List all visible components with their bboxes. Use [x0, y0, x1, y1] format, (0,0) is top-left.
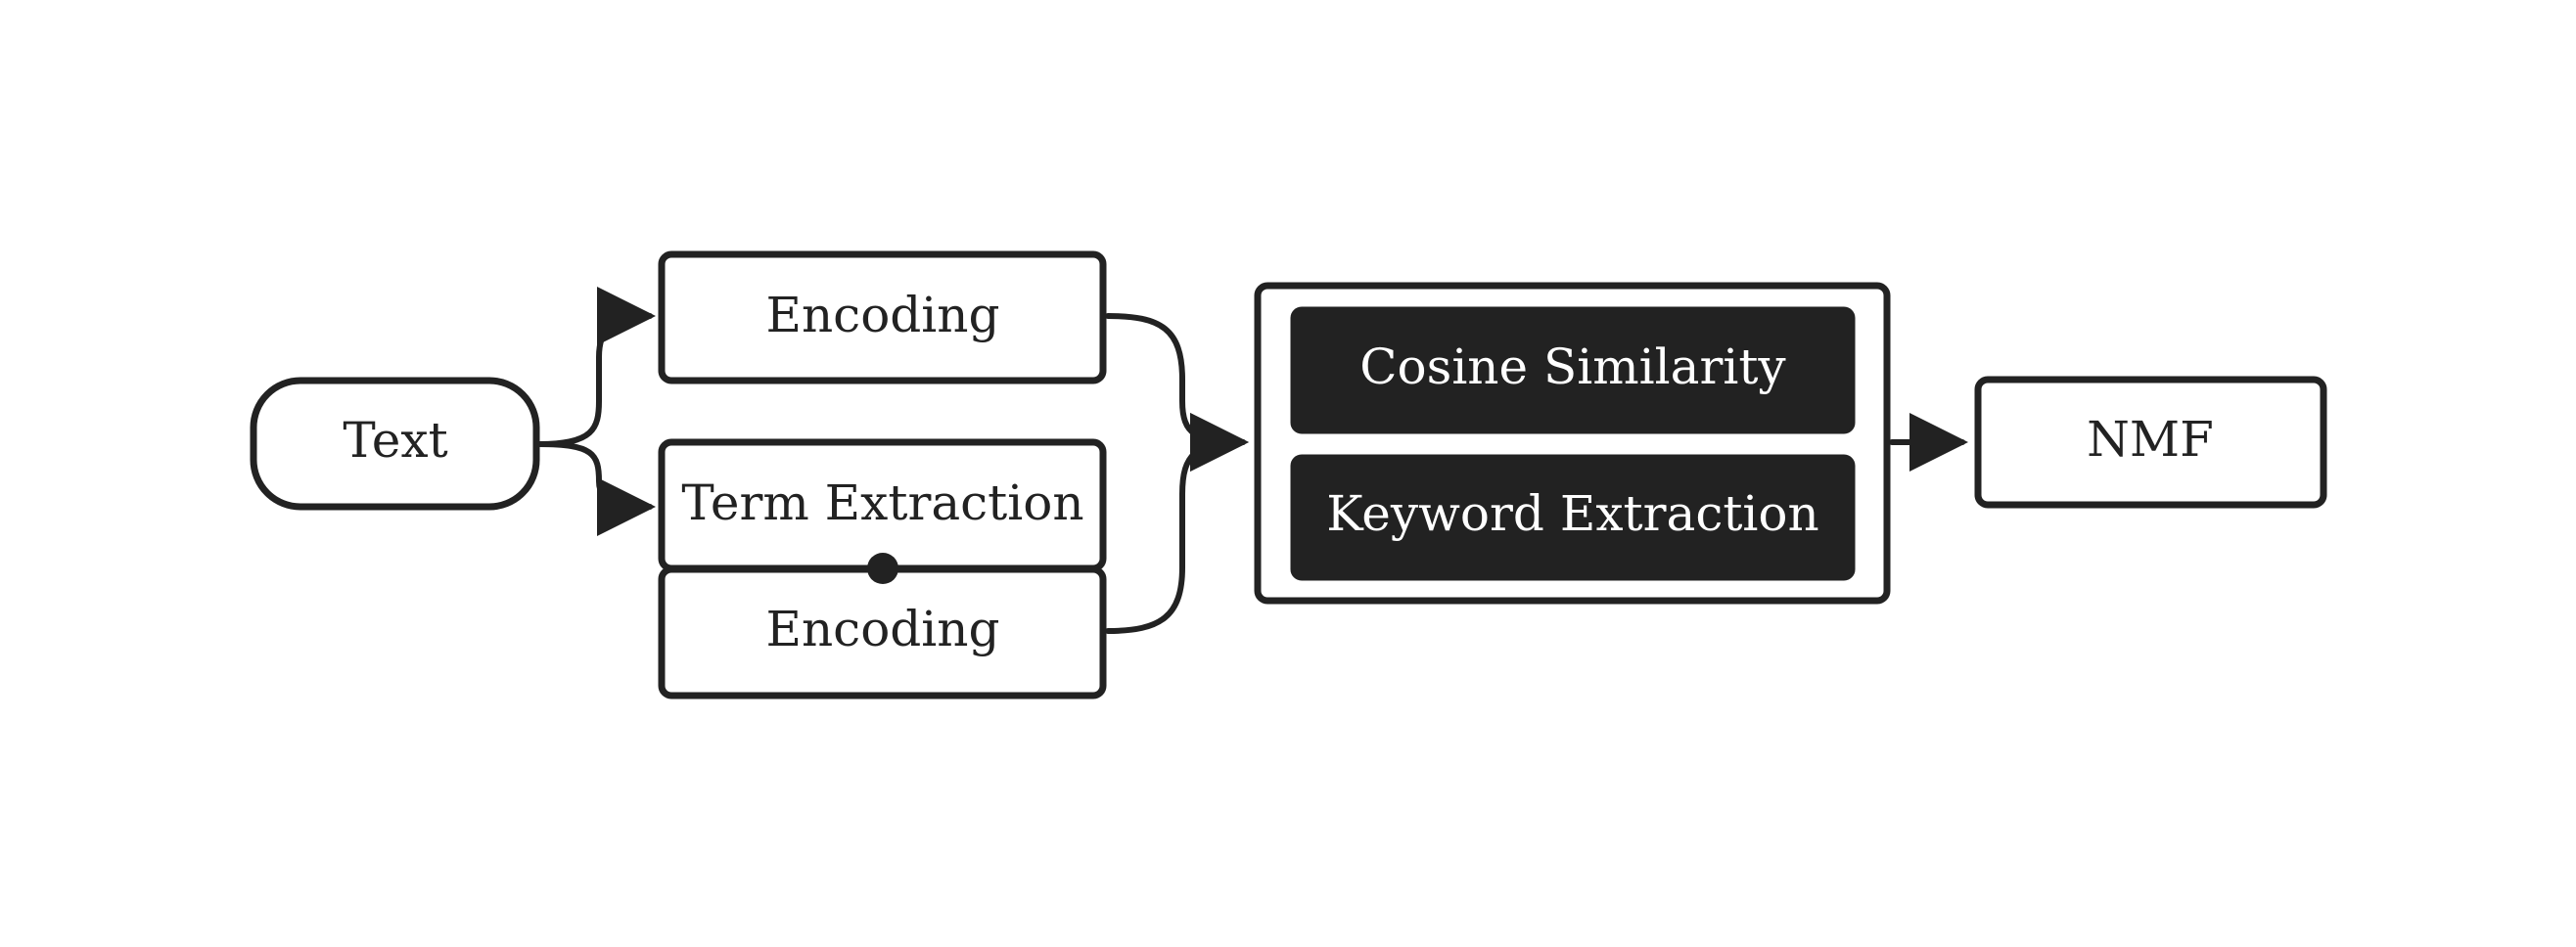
connector-encoding-bottom-to-similarity: [1105, 413, 1249, 634]
node-term-extraction-label: Term Extraction: [681, 474, 1083, 531]
node-term-extraction: Term Extraction: [658, 438, 1107, 572]
node-nmf: NMF: [1974, 376, 2327, 509]
node-encoding-top-label: Encoding: [765, 287, 999, 343]
node-cosine-similarity: Cosine Similarity: [1290, 306, 1856, 434]
node-keyword-extraction: Keyword Extraction: [1290, 454, 1856, 581]
node-nmf-label: NMF: [2087, 411, 2214, 468]
node-encoding-bottom-label: Encoding: [765, 601, 999, 657]
junction-dot: [867, 553, 898, 584]
node-keyword-extraction-label: Keyword Extraction: [1326, 485, 1818, 542]
node-text: Text: [250, 377, 540, 511]
connector-encoding-top-to-similarity: [1105, 313, 1249, 472]
processing-group: Cosine Similarity Keyword Extraction: [1254, 282, 1891, 605]
node-encoding-top: Encoding: [658, 250, 1107, 384]
connectors: [536, 287, 1968, 634]
connector-text-to-encoding-top: [536, 287, 656, 447]
node-text-label: Text: [343, 412, 447, 469]
node-cosine-similarity-label: Cosine Similarity: [1359, 338, 1786, 395]
node-encoding-bottom: Encoding: [658, 565, 1107, 699]
connector-text-to-term-extraction: [536, 441, 656, 536]
